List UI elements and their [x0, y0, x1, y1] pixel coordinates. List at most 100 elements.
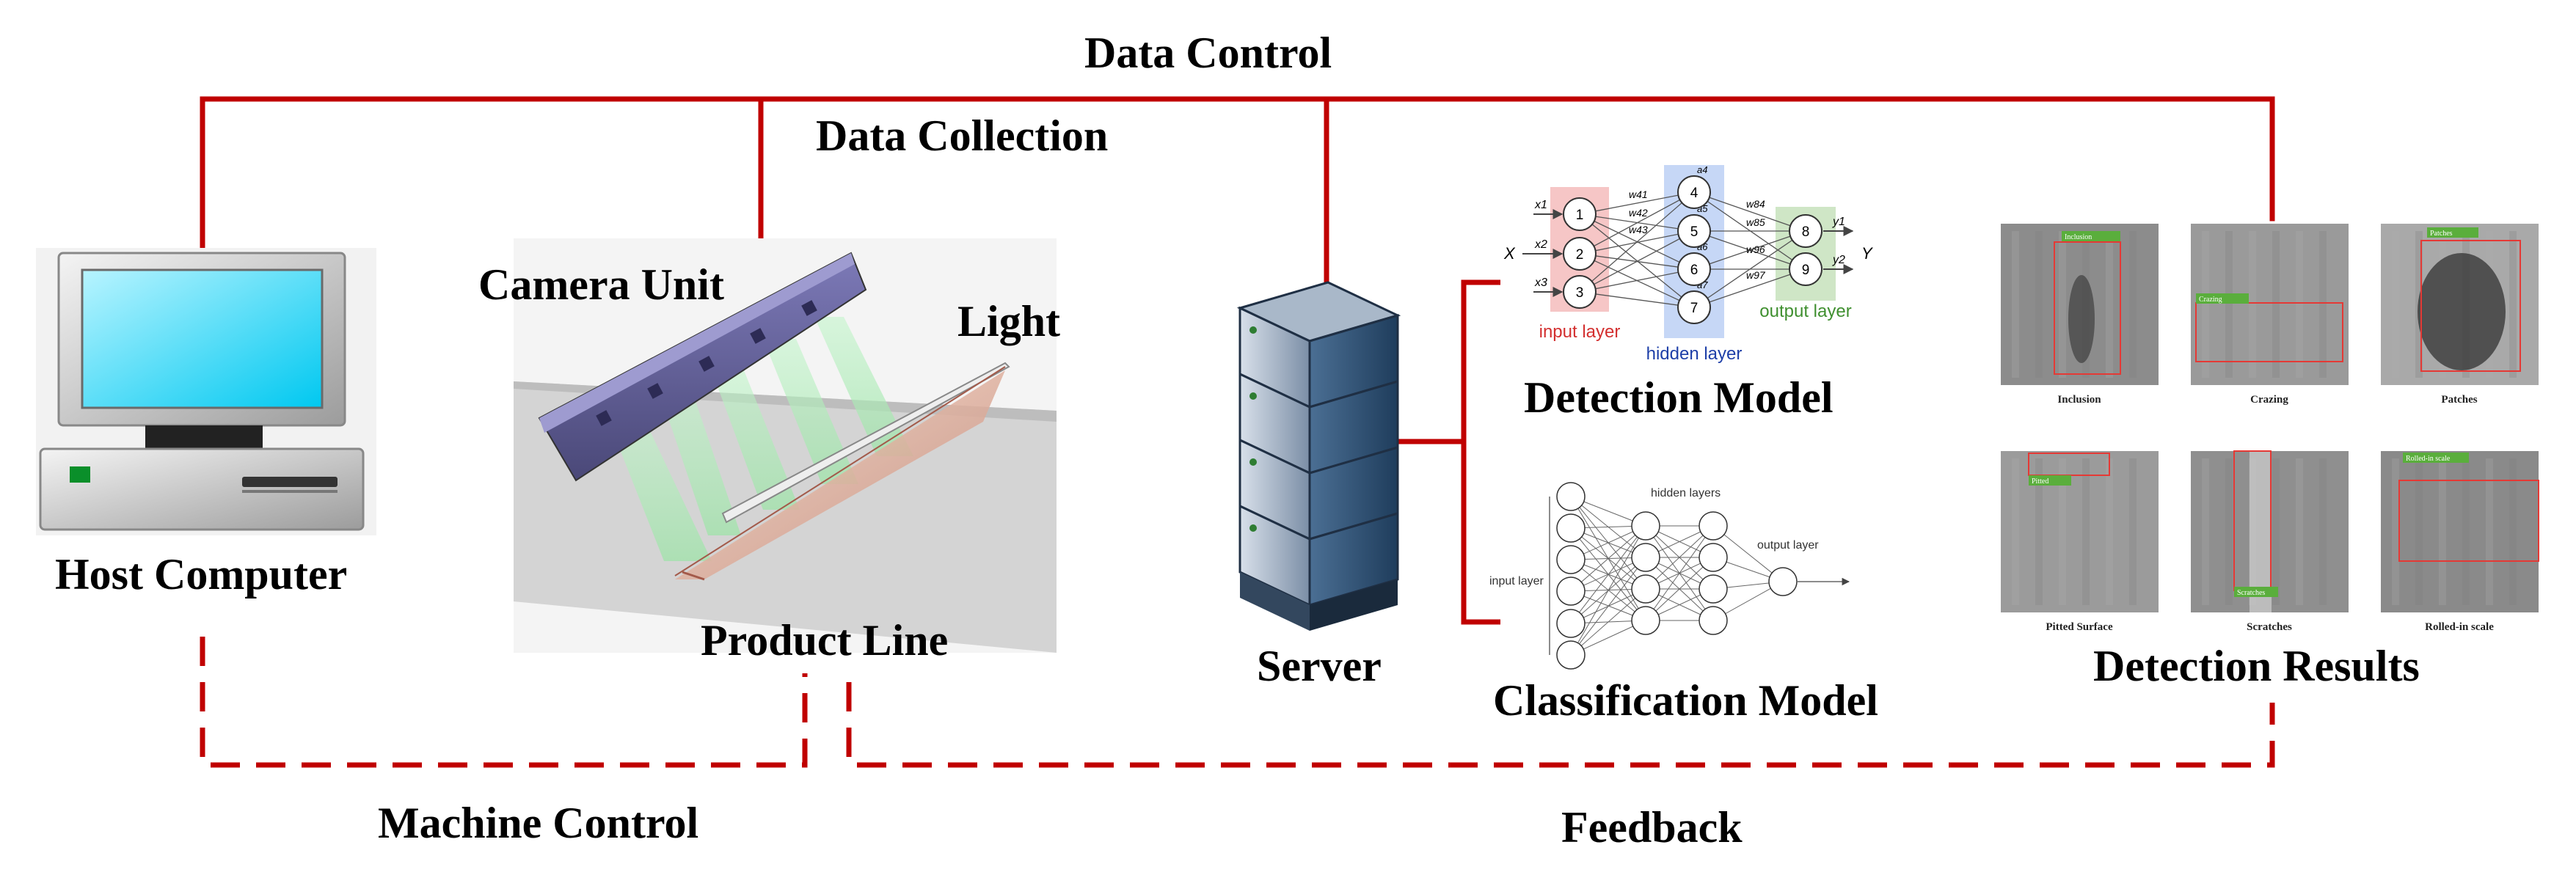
nn-node-label: 1 — [1576, 208, 1584, 223]
defect-tag — [2029, 475, 2071, 486]
thumbnail-texture — [2059, 231, 2066, 378]
weight-label: w43 — [1629, 224, 1648, 235]
host-computer-label: Host Computer — [55, 550, 348, 598]
result-caption: Crazing — [2250, 394, 2288, 406]
cls-node — [1556, 482, 1586, 511]
output-symbol: y2 — [1832, 254, 1845, 266]
nn-node-label: 7 — [1690, 301, 1699, 316]
nn-node — [1789, 252, 1822, 286]
defect-blob — [2418, 253, 2506, 370]
classification-model-network — [1549, 482, 1850, 670]
cls-edge — [1570, 588, 1646, 656]
thumbnail-texture — [2106, 458, 2113, 605]
defect-tag-label: Patches — [2430, 230, 2453, 238]
defect-stripe — [2250, 451, 2272, 612]
product-line-label: Product Line — [701, 616, 949, 665]
result-thumbnail — [2381, 451, 2539, 612]
cls-node — [1631, 606, 1660, 635]
cls-output-layer-label: output layer — [1757, 539, 1819, 552]
weight-label: w96 — [1746, 244, 1765, 255]
cls-node — [1699, 606, 1728, 635]
host-computer-icon — [36, 248, 376, 535]
classification-model-label: Classification Model — [1493, 676, 1878, 725]
cls-edge — [1645, 525, 1714, 621]
cls-node — [1556, 513, 1586, 543]
thumbnail-texture — [2012, 458, 2019, 605]
nn-edge — [1693, 230, 1806, 308]
thumbnail-texture — [2392, 231, 2399, 378]
thumbnail-texture — [2486, 458, 2493, 605]
cls-edge — [1712, 525, 1784, 582]
input-vector-label: X — [1503, 244, 1516, 263]
thumbnail-texture — [2082, 458, 2090, 605]
weight-label: w84 — [1746, 198, 1765, 210]
input-layer-label: input layer — [1539, 322, 1621, 342]
thumbnail-texture — [2319, 458, 2327, 605]
defect-tag-label: Crazing — [2199, 296, 2222, 304]
thumbnail-texture — [2462, 458, 2470, 605]
nn-edge — [1579, 191, 1695, 293]
thumbnail-texture — [2129, 231, 2137, 378]
nn-node-label: 8 — [1802, 224, 1810, 240]
nn-node — [1677, 214, 1711, 248]
bounding-box — [2398, 480, 2539, 562]
detection-model-label: Detection Model — [1524, 373, 1834, 422]
cls-node — [1768, 567, 1798, 596]
cls-node — [1556, 640, 1586, 670]
nn-edge — [1579, 191, 1695, 255]
machine-control-label: Machine Control — [378, 799, 699, 847]
thumbnail-texture — [2392, 458, 2399, 605]
nn-node-label: 3 — [1576, 285, 1584, 301]
nn-node — [1677, 252, 1711, 286]
nn-node-label: 5 — [1690, 224, 1699, 240]
thumbnail-texture — [2296, 231, 2303, 378]
nn-node — [1677, 290, 1711, 324]
thumbnail-texture — [2439, 458, 2446, 605]
cls-edge — [1645, 557, 1714, 621]
defect-tag — [2234, 587, 2278, 597]
result-caption: Scratches — [2247, 621, 2292, 633]
nn-edge — [1579, 213, 1695, 308]
data-control-connector — [200, 96, 2275, 290]
camera-unit-illustration — [514, 238, 1057, 653]
thumbnail-texture — [2509, 458, 2517, 605]
defect-tag-label: Pitted — [2032, 477, 2048, 486]
cls-node — [1631, 543, 1660, 572]
defect-tag-label: Rolled-in scale — [2406, 455, 2451, 463]
nn-node-label: 6 — [1690, 263, 1699, 278]
server-model-bracket — [1394, 279, 1500, 625]
thumbnail-texture — [2035, 458, 2043, 605]
cls-node — [1699, 511, 1728, 541]
cls-node — [1631, 574, 1660, 604]
activation-label: a4 — [1697, 164, 1707, 175]
thumbnail-texture — [2319, 231, 2327, 378]
bounding-box — [2054, 241, 2121, 375]
weight-label: w97 — [1746, 269, 1766, 281]
machine-control-connector — [200, 637, 808, 768]
thumbnail-texture — [2415, 458, 2423, 605]
server-icon — [1236, 281, 1401, 631]
hidden-layer-label: hidden layer — [1646, 344, 1743, 364]
bounding-box — [2420, 240, 2521, 372]
nn-node-label: 2 — [1576, 247, 1584, 263]
data-collection-label: Data Collection — [816, 111, 1109, 160]
result-thumbnail — [2191, 224, 2349, 385]
result-caption: Patches — [2441, 394, 2478, 406]
thumbnail-texture — [2509, 231, 2517, 378]
thumbnail-texture — [2035, 231, 2043, 378]
nn-node — [1563, 237, 1597, 271]
cls-node — [1556, 609, 1586, 638]
feedback-label: Feedback — [1561, 803, 1743, 852]
thumbnail-texture — [2225, 231, 2233, 378]
thumbnail-texture — [2129, 458, 2137, 605]
input-symbol: x1 — [1534, 199, 1547, 211]
thumbnail-texture — [2249, 231, 2256, 378]
data-control-label: Data Control — [1084, 29, 1332, 77]
defect-tag — [2196, 293, 2249, 304]
weight-label: w85 — [1746, 216, 1765, 228]
weight-label: w41 — [1629, 188, 1648, 200]
cls-node — [1556, 545, 1586, 574]
defect-tag — [2427, 227, 2478, 238]
thumbnail-texture — [2272, 231, 2280, 378]
